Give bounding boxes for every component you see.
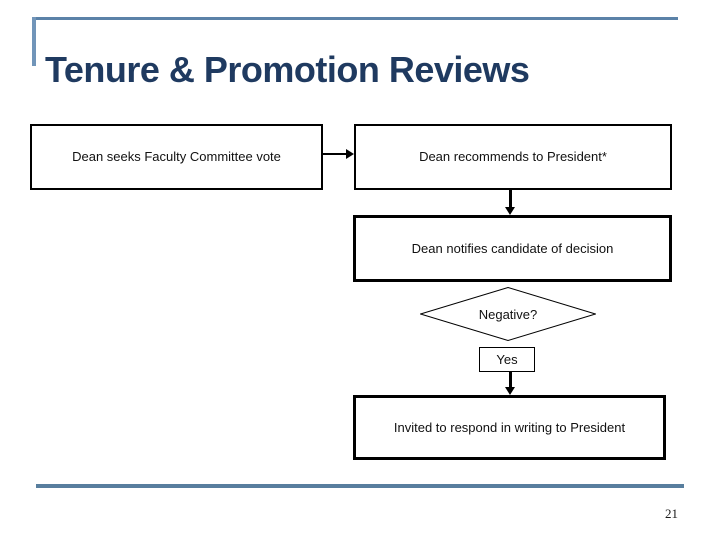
arrow-yes-to-invited-head-icon <box>505 387 515 395</box>
arrow-seeks-to-recommends-head-icon <box>346 149 354 159</box>
flow-label-yes: Yes <box>479 347 535 372</box>
decision-diamond-shape <box>420 287 596 341</box>
flow-decision-negative: Negative? <box>420 287 596 341</box>
flow-box-dean-recommends: Dean recommends to President* <box>354 124 672 190</box>
title-accent-rule-left <box>32 17 36 66</box>
arrow-recommends-to-notifies-line <box>509 190 512 208</box>
flow-box-invited-respond: Invited to respond in writing to Preside… <box>353 395 666 460</box>
flow-box-dean-seeks-vote: Dean seeks Faculty Committee vote <box>30 124 323 190</box>
flow-box-dean-notifies-label: Dean notifies candidate of decision <box>411 240 614 256</box>
flow-box-dean-notifies: Dean notifies candidate of decision <box>353 215 672 282</box>
footer-accent-rule <box>36 484 684 488</box>
arrow-yes-to-invited-line <box>509 372 512 388</box>
arrow-recommends-to-notifies-head-icon <box>505 207 515 215</box>
title-accent-rule-top <box>32 17 678 20</box>
slide-title: Tenure & Promotion Reviews <box>45 49 530 91</box>
flow-box-dean-seeks-vote-label: Dean seeks Faculty Committee vote <box>72 149 281 165</box>
flow-box-invited-respond-label: Invited to respond in writing to Preside… <box>393 419 626 435</box>
page-number: 21 <box>665 506 678 521</box>
flow-box-dean-recommends-label: Dean recommends to President* <box>419 149 607 165</box>
flow-label-yes-text: Yes <box>496 351 518 367</box>
arrow-seeks-to-recommends-line <box>323 153 347 155</box>
flow-decision-negative-label: Negative? <box>478 306 538 322</box>
